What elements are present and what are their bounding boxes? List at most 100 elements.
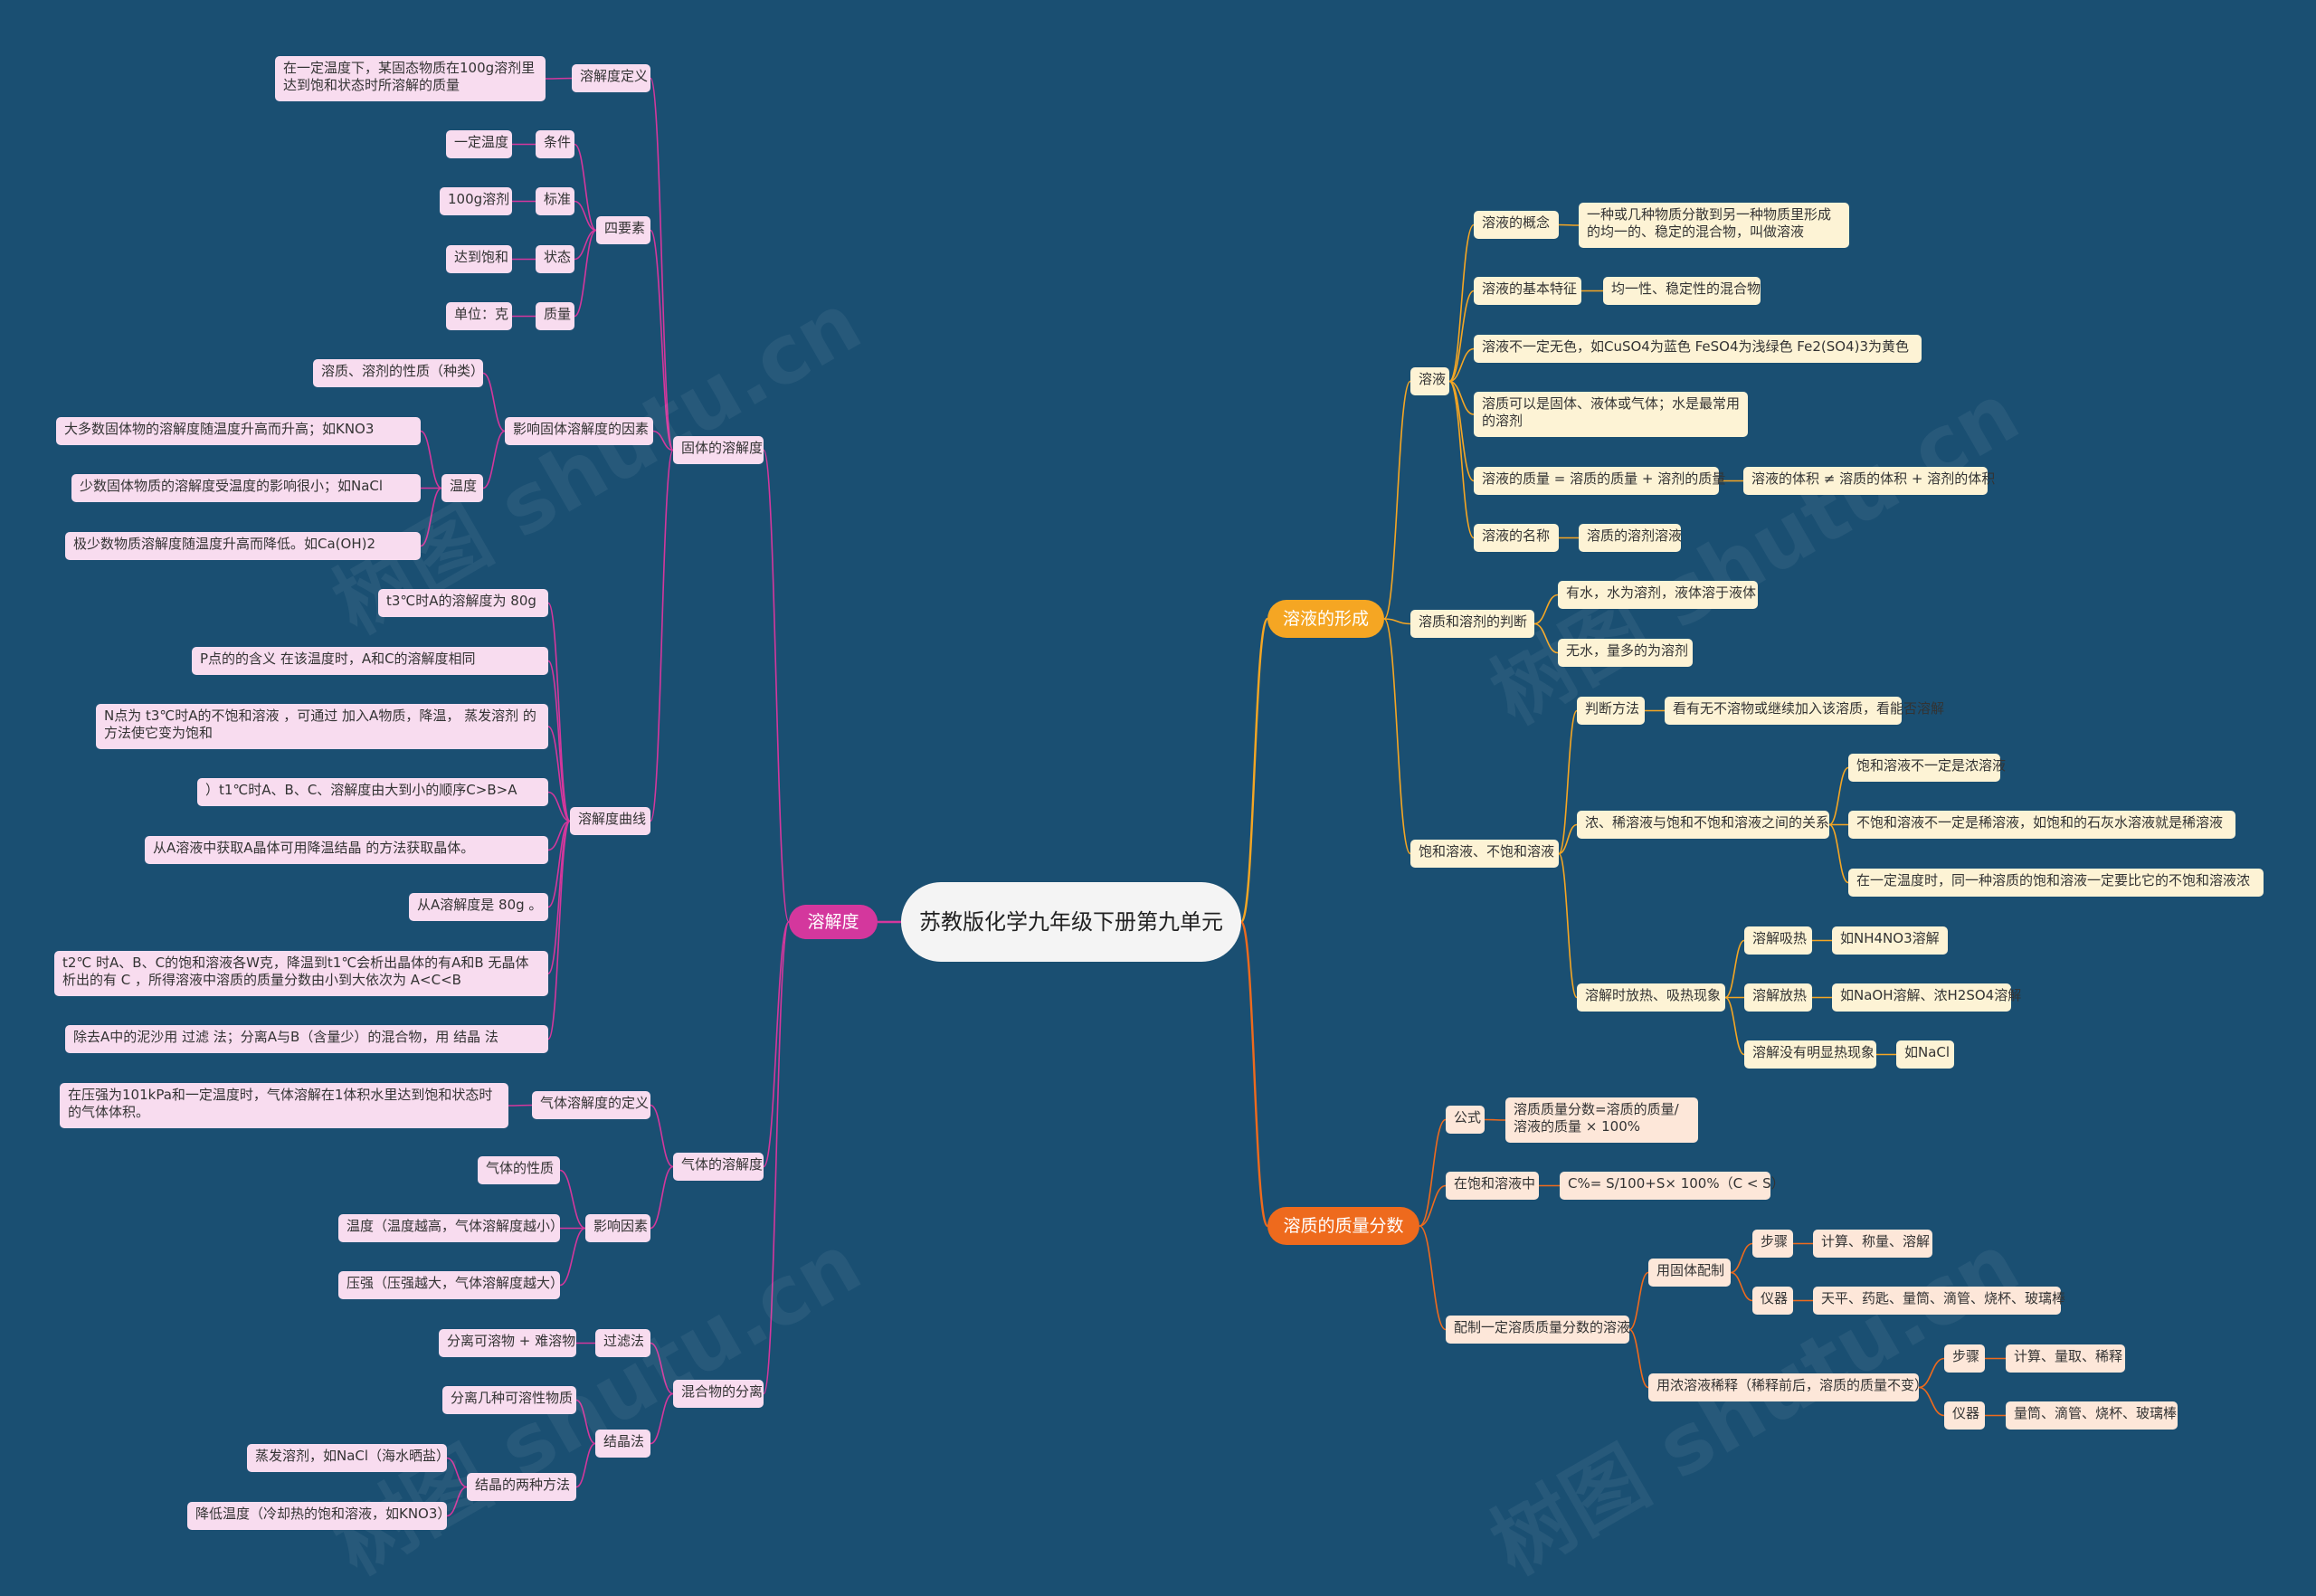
- node-relation-3[interactable]: 在一定温度时，同一种溶质的饱和溶液一定要比它的不饱和溶液浓: [1848, 869, 2264, 897]
- node-solid-steps-text[interactable]: 计算、称量、溶解: [1813, 1230, 1932, 1258]
- node-gas-solubility[interactable]: 气体的溶解度: [673, 1153, 764, 1181]
- node-crystallization-evaporate[interactable]: 蒸发溶剂，如NaCl（海水晒盐）: [247, 1444, 450, 1472]
- node-element-condition-text[interactable]: 一定温度: [446, 130, 512, 158]
- node-element-state[interactable]: 状态: [536, 245, 574, 273]
- node-solution-name[interactable]: 溶液的名称: [1474, 524, 1559, 552]
- node-relation-2[interactable]: 不饱和溶液不一定是稀溶液，如饱和的石灰水溶液就是稀溶液: [1848, 811, 2235, 839]
- node-heat-release[interactable]: 溶解放热: [1744, 983, 1812, 1012]
- connector-line: [650, 1165, 674, 1230]
- node-curve-5[interactable]: 从A溶液中获取A晶体可用降温结晶 的方法获取晶体。: [145, 836, 548, 864]
- connector-line: [1918, 1386, 1945, 1417]
- node-solute-solvent-judge[interactable]: 溶质和溶剂的判断: [1410, 610, 1534, 638]
- node-solubility-definition-text[interactable]: 在一定温度下，某固态物质在100g溶剂里达到饱和状态时所溶解的质量: [275, 56, 546, 101]
- node-element-mass-text[interactable]: 单位：克: [446, 302, 512, 330]
- node-saturated[interactable]: 饱和溶液、不饱和溶液: [1410, 840, 1559, 868]
- node-heat-none-example[interactable]: 如NaCl: [1896, 1040, 1954, 1069]
- node-formula-text[interactable]: 溶质质量分数=溶质的质量/溶液的质量 × 100%: [1505, 1097, 1698, 1143]
- node-judge-water[interactable]: 有水，水为溶剂，液体溶于液体: [1558, 581, 1758, 609]
- node-solid-solubility[interactable]: 固体的溶解度: [673, 436, 764, 464]
- node-judge-nowater[interactable]: 无水，量多的为溶剂: [1558, 639, 1693, 667]
- node-temperature-1[interactable]: 大多数固体物的溶解度随温度升高而升高；如KNO3: [56, 417, 421, 445]
- node-heat-absorb[interactable]: 溶解吸热: [1744, 926, 1812, 955]
- node-curve-8[interactable]: 除去A中的泥沙用 过滤 法；分离A与B（含量少）的混合物，用 结晶 法: [65, 1025, 548, 1053]
- node-solid-tools-text[interactable]: 天平、药匙、量筒、滴管、烧杯、玻璃棒: [1813, 1287, 2065, 1315]
- node-solution-name-text[interactable]: 溶质的溶剂溶液: [1579, 524, 1682, 552]
- node-solution-concept[interactable]: 溶液的概念: [1474, 211, 1559, 239]
- node-element-standard-text[interactable]: 100g溶剂: [440, 187, 512, 215]
- node-curve-2[interactable]: P点的的含义 在该温度时，A和C的溶解度相同: [192, 647, 548, 675]
- node-judge-method[interactable]: 判断方法: [1577, 697, 1645, 725]
- node-gas-factors[interactable]: 影响因素: [585, 1214, 650, 1242]
- node-relation-1[interactable]: 饱和溶液不一定是浓溶液: [1848, 754, 2006, 782]
- node-factor-nature[interactable]: 溶质、溶剂的性质（种类）: [313, 359, 484, 387]
- node-heat-phenomena[interactable]: 溶解时放热、吸热现象: [1577, 983, 1725, 1012]
- node-solute-state[interactable]: 溶质可以是固体、液体或气体；水是最常用的溶剂: [1474, 392, 1748, 437]
- node-gas-definition[interactable]: 气体溶解度的定义: [532, 1091, 650, 1119]
- connector-line: [652, 430, 674, 451]
- node-gas-nature[interactable]: 气体的性质: [478, 1156, 560, 1184]
- node-prepare-solution[interactable]: 配制一定溶质质量分数的溶液: [1446, 1316, 1630, 1344]
- node-temperature-3[interactable]: 极少数物质溶解度随温度升高而降低。如Ca(OH)2: [65, 532, 421, 560]
- node-gas-temperature[interactable]: 温度（温度越高，气体溶解度越小）: [338, 1214, 564, 1242]
- node-four-elements[interactable]: 四要素: [596, 216, 650, 244]
- connector-line: [1724, 939, 1745, 999]
- connector-line: [1419, 1225, 1447, 1331]
- node-heat-absorb-example[interactable]: 如NH4NO3溶解: [1832, 926, 1948, 955]
- node-gas-pressure[interactable]: 压强（压强越大，气体溶解度越大）: [338, 1271, 564, 1299]
- node-prepare-dilute[interactable]: 用浓溶液稀释（稀释前后，溶质的质量不变）: [1648, 1373, 1928, 1401]
- node-dilute-steps[interactable]: 步骤: [1944, 1344, 1985, 1373]
- node-solubility-definition[interactable]: 溶解度定义: [572, 64, 650, 92]
- node-solution-features-text[interactable]: 均一性、稳定性的混合物: [1603, 277, 1761, 305]
- node-mixture-separation[interactable]: 混合物的分离: [673, 1380, 764, 1408]
- branch-solubility[interactable]: 溶解度: [789, 905, 878, 939]
- node-dilute-steps-text[interactable]: 计算、量取、稀释: [2006, 1344, 2125, 1373]
- node-formula[interactable]: 公式: [1446, 1106, 1485, 1134]
- node-filtration[interactable]: 过滤法: [595, 1329, 650, 1357]
- node-curve-7[interactable]: t2℃ 时A、B、C的饱和溶液各W克，降温到t1℃会析出晶体的有A和B 无晶体析…: [54, 951, 548, 996]
- node-saturated-formula-text[interactable]: C%= S/100+S× 100%（C < S）: [1560, 1172, 1785, 1200]
- node-crystallization-text[interactable]: 分离几种可溶性物质: [442, 1386, 576, 1414]
- connector-line: [1558, 823, 1578, 855]
- connector-line: [1730, 1271, 1753, 1302]
- node-judge-method-text[interactable]: 看有无不溶物或继续加入该溶质，看能否溶解: [1665, 697, 1944, 725]
- node-filtration-text[interactable]: 分离可溶物 + 难溶物: [439, 1329, 576, 1357]
- node-heat-none[interactable]: 溶解没有明显热现象: [1744, 1040, 1876, 1069]
- node-prepare-solid[interactable]: 用固体配制: [1648, 1259, 1731, 1287]
- node-element-state-text[interactable]: 达到饱和: [446, 245, 512, 273]
- node-gas-definition-text[interactable]: 在压强为101kPa和一定温度时，气体溶解在1体积水里达到饱和状态时的气体体积。: [60, 1083, 508, 1128]
- node-crystallization-cool[interactable]: 降低温度（冷却热的饱和溶液，如KNO3）: [187, 1502, 451, 1530]
- node-curve-4[interactable]: ）t1℃时A、B、C、溶解度由大到小的顺序C>B>A: [197, 778, 548, 806]
- node-solid-factors[interactable]: 影响固体溶解度的因素: [505, 417, 653, 445]
- connector-line: [650, 77, 674, 451]
- node-curve-1[interactable]: t3℃时A的溶解度为 80g: [378, 589, 548, 617]
- node-element-mass[interactable]: 质量: [536, 302, 574, 330]
- root-node[interactable]: 苏教版化学九年级下册第九单元: [901, 882, 1241, 962]
- node-solution-features[interactable]: 溶液的基本特征: [1474, 277, 1581, 305]
- node-dilute-tools-text[interactable]: 量筒、滴管、烧杯、玻璃棒: [2006, 1401, 2178, 1430]
- node-saturated-formula[interactable]: 在饱和溶液中: [1446, 1172, 1539, 1200]
- node-element-condition[interactable]: 条件: [536, 130, 574, 158]
- node-element-standard[interactable]: 标准: [536, 187, 574, 215]
- node-solid-tools[interactable]: 仪器: [1752, 1287, 1793, 1315]
- branch-mass-fraction[interactable]: 溶质的质量分数: [1267, 1207, 1419, 1245]
- node-heat-release-example[interactable]: 如NaOH溶解、浓H2SO4溶解: [1832, 983, 2021, 1012]
- node-concentration-relation[interactable]: 浓、稀溶液与饱和不饱和溶液之间的关系: [1577, 811, 1829, 839]
- node-solution-volume[interactable]: 溶液的体积 ≠ 溶质的体积 + 溶剂的体积: [1743, 467, 1995, 495]
- node-dilute-tools[interactable]: 仪器: [1944, 1401, 1985, 1430]
- node-crystallization[interactable]: 结晶法: [595, 1430, 650, 1458]
- connector-line: [1724, 996, 1745, 1056]
- node-solution[interactable]: 溶液: [1410, 367, 1449, 395]
- connector-line: [1918, 1357, 1945, 1389]
- branch-solution-formation[interactable]: 溶液的形成: [1267, 600, 1384, 638]
- connector-line: [1558, 709, 1578, 855]
- node-factor-temperature[interactable]: 温度: [441, 474, 483, 502]
- node-temperature-2[interactable]: 少数固体物质的溶解度受温度的影响很小；如NaCl: [71, 474, 421, 502]
- node-solution-concept-text[interactable]: 一种或几种物质分散到另一种物质里形成的均一的、稳定的混合物，叫做溶液: [1579, 203, 1849, 248]
- node-solution-color-note[interactable]: 溶液不一定无色，如CuSO4为蓝色 FeSO4为浅绿色 Fe2(SO4)3为黄色: [1474, 335, 1922, 363]
- node-solution-mass[interactable]: 溶液的质量 = 溶质的质量 + 溶剂的质量: [1474, 467, 1725, 495]
- node-solid-steps[interactable]: 步骤: [1752, 1230, 1793, 1258]
- node-curve-3[interactable]: N点为 t3℃时A的不饱和溶液 ，可通过 加入A物质，降温， 蒸发溶剂 的方法使…: [96, 704, 548, 749]
- node-solubility-curve[interactable]: 溶解度曲线: [570, 807, 650, 835]
- node-crystallization-methods[interactable]: 结晶的两种方法: [467, 1473, 576, 1501]
- node-curve-6[interactable]: 从A溶解度是 80g 。: [409, 893, 548, 921]
